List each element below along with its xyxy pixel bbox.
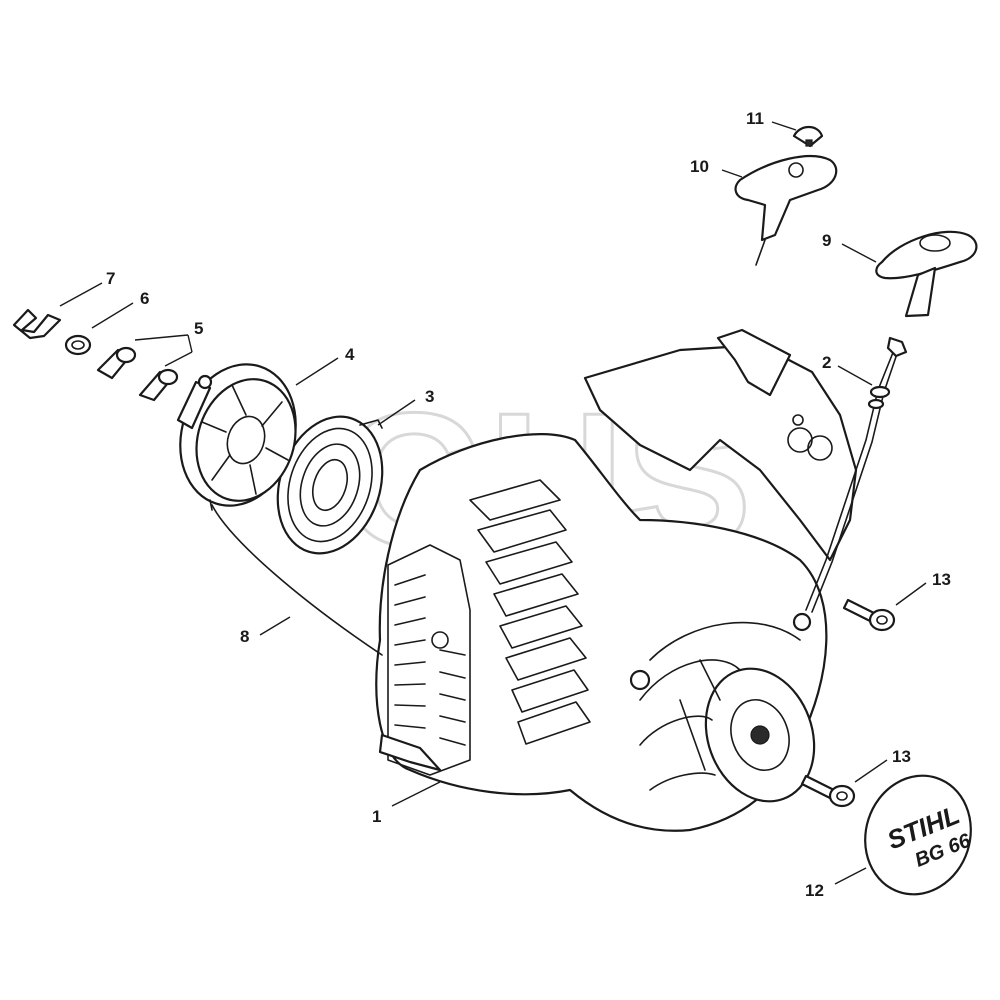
leader-lines xyxy=(59,121,927,885)
screw-part-13-lower[interactable] xyxy=(800,774,856,808)
callout-9: 9 xyxy=(822,231,831,250)
grip-insert-part-9[interactable] xyxy=(875,230,978,318)
callout-labels: 1 2 3 4 5 6 7 8 9 10 11 12 13 13 xyxy=(106,109,951,900)
fan-housing-part-1[interactable] xyxy=(375,328,858,832)
callout-2: 2 xyxy=(822,353,831,372)
housing-front-fins xyxy=(469,479,591,745)
rope-part-8[interactable] xyxy=(211,504,383,656)
starter-cup-ribs xyxy=(639,621,801,791)
washer-part-6[interactable] xyxy=(64,334,92,356)
callout-1: 1 xyxy=(372,807,381,826)
housing-grille-slots xyxy=(394,574,466,746)
badge-cover-part-12[interactable]: STIHL BG 66 xyxy=(850,762,986,908)
screw-part-13-upper[interactable] xyxy=(842,598,896,632)
washer-hole xyxy=(71,340,85,350)
cap-part-11[interactable] xyxy=(792,125,824,148)
rewind-spring-part-3[interactable] xyxy=(261,403,399,567)
callout-13-upper: 13 xyxy=(932,570,951,589)
callout-10: 10 xyxy=(690,157,709,176)
callout-7: 7 xyxy=(106,269,115,288)
callout-13-lower: 13 xyxy=(892,747,911,766)
callout-12: 12 xyxy=(805,881,824,900)
starter-rope-part-2[interactable] xyxy=(792,336,908,632)
rotor-spokes xyxy=(201,384,289,495)
callout-8: 8 xyxy=(240,627,249,646)
spring-clip-part-7[interactable] xyxy=(12,308,62,340)
callout-3: 3 xyxy=(425,387,434,406)
callout-4: 4 xyxy=(345,345,355,364)
starter-grip-part-10[interactable] xyxy=(734,155,838,266)
callout-5: 5 xyxy=(194,319,203,338)
callout-11: 11 xyxy=(746,109,764,128)
rope-rotor-part-4[interactable] xyxy=(162,349,313,521)
callout-6: 6 xyxy=(140,289,149,308)
pawls-part-5[interactable] xyxy=(96,346,179,402)
